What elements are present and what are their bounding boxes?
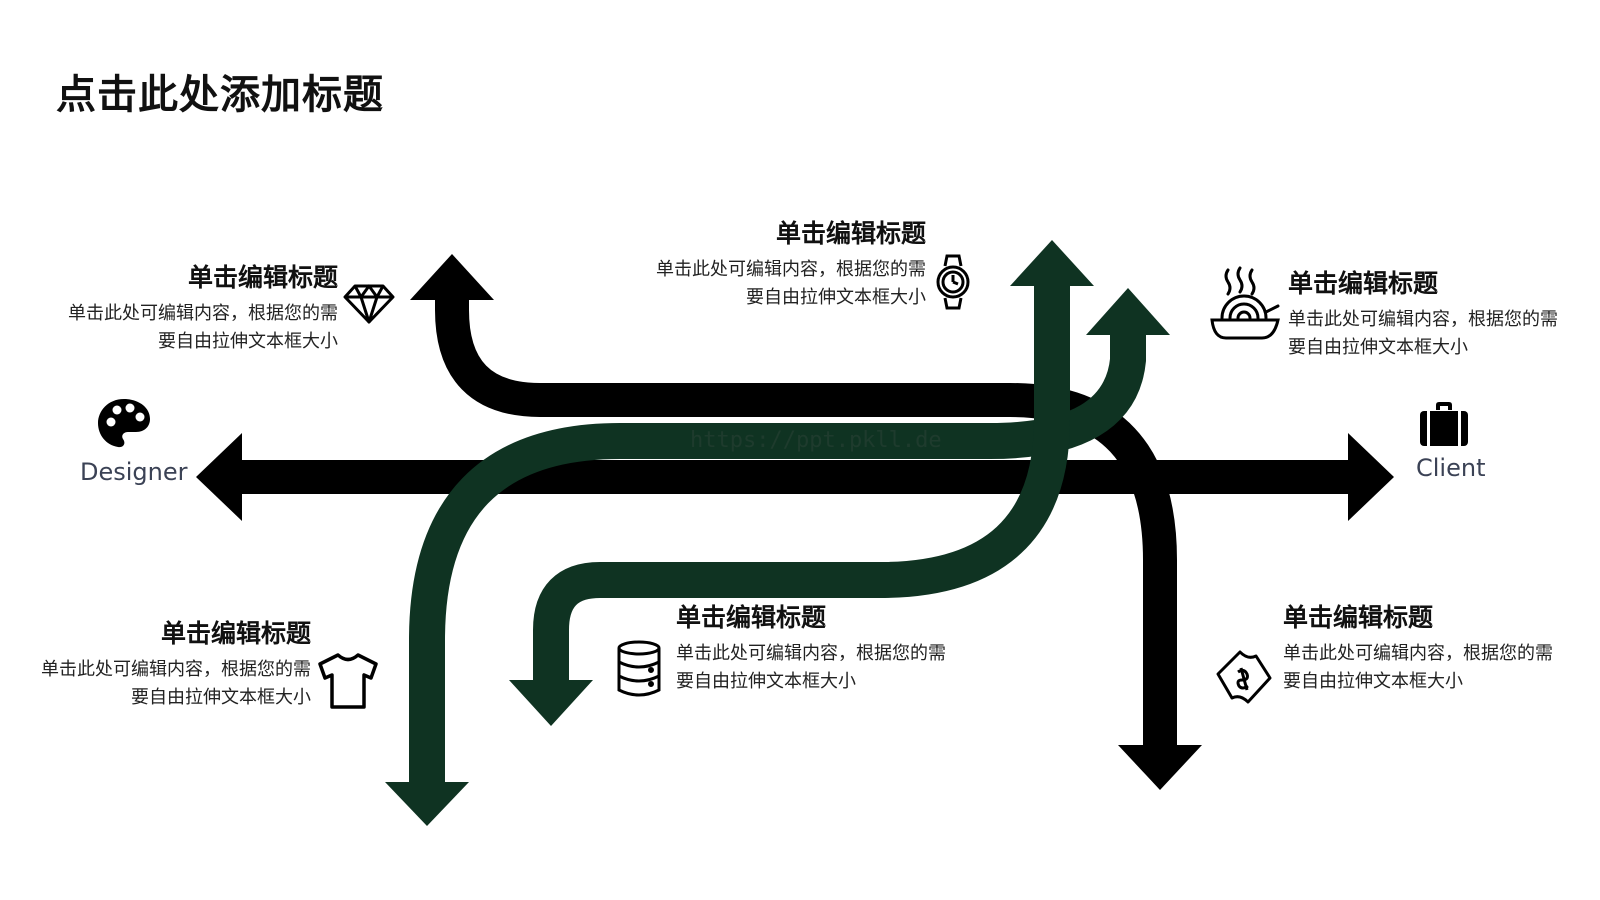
block-heading: 单击编辑标题 [676,603,827,632]
block-heading: 单击编辑标题 [775,219,926,248]
block-text-line2: 要自由拉伸文本框大小 [746,287,926,308]
info-block-5: 单击编辑标题 单击此处可编辑内容，根据您的需 要自由拉伸文本框大小 [676,598,946,696]
watch-icon [936,254,970,310]
main-horizontal-arrow [196,433,1394,521]
block-heading: 单击编辑标题 [1288,269,1439,298]
database-icon [616,640,662,698]
info-block-6: 单击编辑标题 单击此处可编辑内容，根据您的需 要自由拉伸文本框大小 [1283,598,1553,696]
client-label: Client [1416,454,1486,482]
block-text-line1: 单击此处可编辑内容，根据您的需 [1288,309,1558,330]
info-block-3: 单击编辑标题 单击此处可编辑内容，根据您的需 要自由拉伸文本框大小 [1288,264,1558,362]
black-curve-arrow [410,254,1202,790]
block-heading: 单击编辑标题 [1283,603,1434,632]
noodle-bowl-icon [1208,266,1280,348]
info-block-1: 单击编辑标题 单击此处可编辑内容，根据您的需 要自由拉伸文本框大小 [68,258,338,356]
green-short-arrow [509,240,1094,726]
designer-label: Designer [80,458,188,486]
watermark-text: https://ppt.pkll.de [690,428,942,453]
block-text-line1: 单击此处可编辑内容，根据您的需 [656,259,926,280]
block-text-line1: 单击此处可编辑内容，根据您的需 [68,303,338,324]
block-text-line1: 单击此处可编辑内容，根据您的需 [1283,643,1553,664]
block-text-line2: 要自由拉伸文本框大小 [1288,337,1468,358]
block-text-line1: 单击此处可编辑内容，根据您的需 [676,643,946,664]
green-long-arrow [385,288,1170,826]
money-bill-icon [1214,650,1274,704]
block-heading: 单击编辑标题 [187,263,338,292]
palette-icon [96,395,152,451]
tshirt-icon [316,652,380,710]
block-text-line1: 单击此处可编辑内容，根据您的需 [41,659,311,680]
block-text-line2: 要自由拉伸文本框大小 [158,331,338,352]
block-text-line2: 要自由拉伸文本框大小 [676,671,856,692]
diamond-icon [343,284,395,324]
info-block-2: 单击编辑标题 单击此处可编辑内容，根据您的需 要自由拉伸文本框大小 [656,214,926,312]
block-text-line2: 要自由拉伸文本框大小 [1283,671,1463,692]
info-block-4: 单击编辑标题 单击此处可编辑内容，根据您的需 要自由拉伸文本框大小 [41,614,311,712]
page-title: 点击此处添加标题 [56,72,384,118]
briefcase-icon [1420,402,1468,446]
block-text-line2: 要自由拉伸文本框大小 [131,687,311,708]
block-heading: 单击编辑标题 [160,619,311,648]
